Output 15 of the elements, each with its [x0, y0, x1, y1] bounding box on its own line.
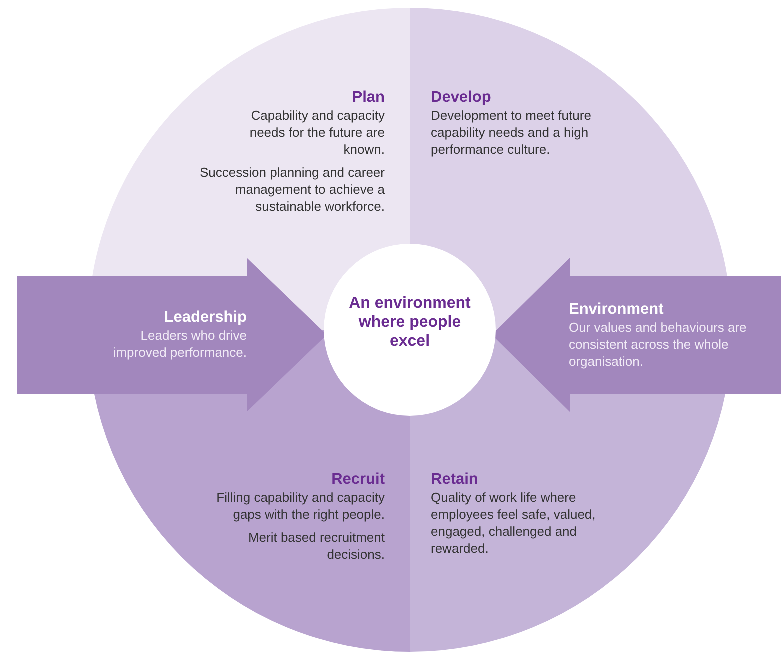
section-description: Capability and capacity needs for the future are known.	[248, 107, 385, 158]
center-title: An environment where people excel	[348, 294, 472, 351]
section-heading: Plan	[351, 88, 385, 107]
section-description: Leaders who drive improved performance.	[112, 327, 247, 361]
section-heading: Leadership	[163, 308, 247, 327]
section-description: Quality of work life where employees feel safe, valued, engaged, challenged and rewarded.	[431, 489, 597, 557]
section-description: Succession planning and career management to achieve a sustainable workforce.	[198, 164, 385, 215]
section-heading: Recruit	[330, 470, 385, 489]
section-heading: Develop	[431, 88, 492, 107]
section-heading: Environment	[569, 300, 665, 319]
section-heading: Retain	[431, 470, 480, 489]
section-description: Our values and behaviours are consistent across the whole organisation.	[569, 319, 748, 370]
section-description: Merit based recruitment decisions.	[247, 529, 385, 563]
section-description: Development to meet future capability needs and a high performance culture.	[431, 107, 592, 158]
section-description: Filling capability and capacity gaps with the right people.	[216, 489, 385, 523]
